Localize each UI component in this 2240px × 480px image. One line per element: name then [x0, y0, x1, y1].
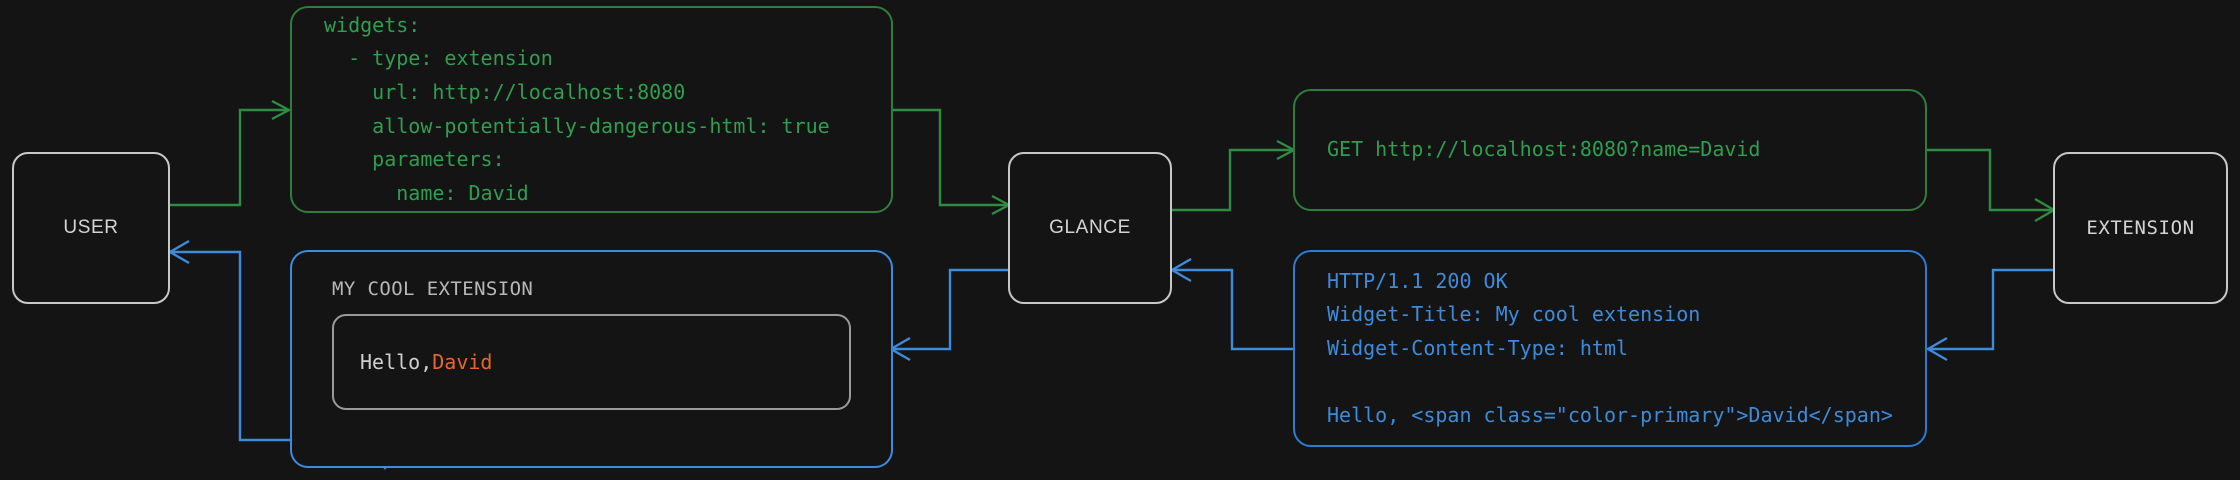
arrowhead-glance-to-request	[1276, 139, 1297, 161]
edge-response-to-glance	[1172, 268, 1295, 351]
arrowhead-config-to-glance	[991, 194, 1012, 216]
glance-yaml-config-text: widgets: - type: extension url: http://l…	[324, 12, 830, 205]
arrowhead-response-to-glance	[1169, 257, 1192, 283]
http-request-box[interactable]: GET http://localhost:8080?name=David	[1293, 89, 1927, 211]
edge-config-to-glance	[891, 108, 1010, 207]
edge-request-to-extension	[1925, 148, 2055, 212]
edge-glance-to-request	[1170, 148, 1295, 212]
arrowhead-glance-to-widget	[888, 336, 911, 362]
rendered-widget-title: MY COOL EXTENSION	[332, 278, 534, 300]
rendered-widget-box[interactable]: MY COOL EXTENSION Hello, David	[290, 250, 893, 468]
edge-glance-to-widget	[891, 268, 1010, 351]
edge-user-to-config	[168, 108, 290, 207]
rendered-widget-card: Hello, David	[332, 314, 851, 410]
glance-yaml-config-box[interactable]: widgets: - type: extension url: http://l…	[290, 6, 893, 213]
edge-extension-to-response	[1928, 268, 2055, 351]
arrowhead-user-to-config	[271, 99, 292, 121]
http-request-text: GET http://localhost:8080?name=David	[1327, 137, 1761, 162]
node-user[interactable]: USER	[12, 152, 170, 304]
node-extension[interactable]: EXTENSION	[2053, 152, 2228, 304]
node-glance-label: GLANCE	[1049, 217, 1131, 238]
arrowhead-extension-to-response	[1925, 336, 1948, 362]
rendered-widget-name: David	[432, 350, 493, 374]
arrowhead-widget-to-user	[167, 239, 190, 265]
node-glance[interactable]: GLANCE	[1008, 152, 1172, 304]
http-response-box[interactable]: HTTP/1.1 200 OK Widget-Title: My cool ex…	[1293, 250, 1927, 447]
rendered-widget-greeting: Hello,	[360, 350, 433, 374]
http-response-text: HTTP/1.1 200 OK Widget-Title: My cool ex…	[1327, 268, 1893, 427]
arrowhead-request-to-extension	[2034, 197, 2057, 223]
node-user-label: USER	[63, 217, 119, 238]
node-extension-label: EXTENSION	[2086, 217, 2195, 239]
